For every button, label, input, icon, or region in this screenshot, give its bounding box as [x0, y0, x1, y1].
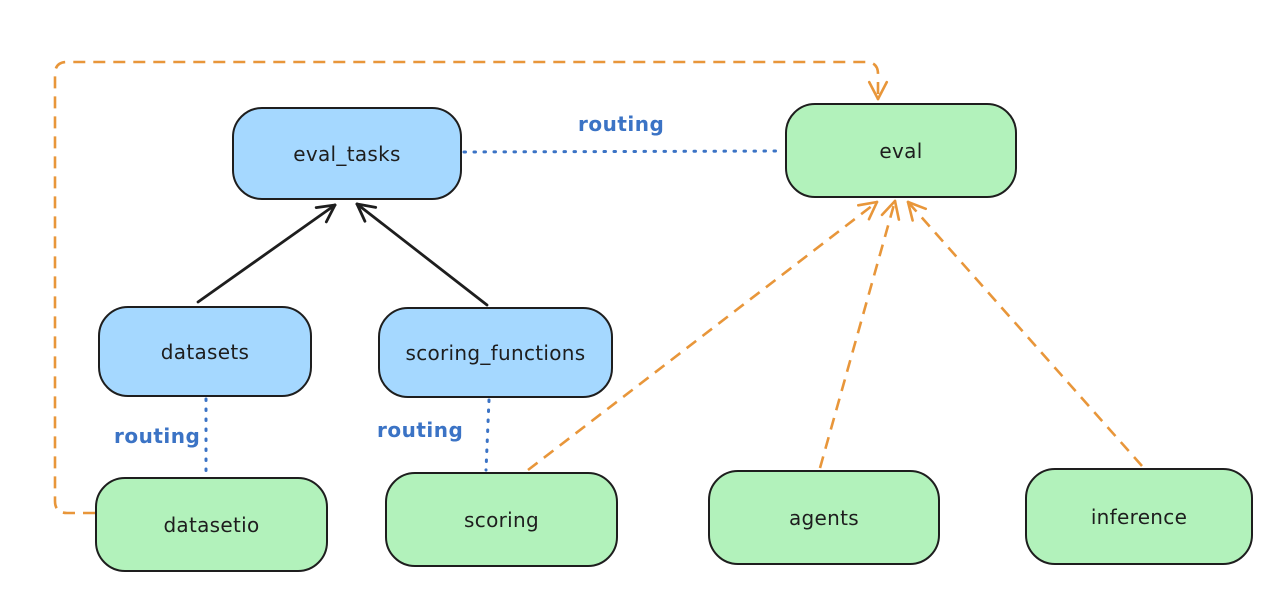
arrowhead-datasetio-to-eval — [867, 80, 880, 101]
edge-scoring_functions-to-eval_tasks — [355, 202, 489, 307]
edge-datasetio-to-eval — [53, 60, 880, 515]
arrowhead-datasets-to-eval_tasks — [324, 203, 337, 224]
arrowhead-scoring-to-eval — [867, 200, 879, 221]
arrowhead-datasets-to-eval_tasks — [314, 203, 337, 209]
arrowhead-inference-to-eval — [906, 200, 914, 222]
arrowhead-datasetio-to-eval — [876, 80, 889, 101]
arrowhead-inference-to-eval — [906, 200, 928, 211]
arrowhead-scoring-to-eval — [856, 200, 879, 207]
arrowhead-scoring_functions-to-eval_tasks — [355, 202, 378, 209]
arrowhead-scoring_functions-to-eval_tasks — [355, 202, 367, 223]
edge-eval_tasks-to-eval — [462, 149, 785, 154]
arrowhead-agents-to-eval — [893, 199, 901, 221]
edge-agents-to-eval — [818, 200, 897, 469]
edge-inference-to-eval — [907, 201, 1143, 467]
arrowhead-agents-to-eval — [880, 199, 897, 217]
edge-scoring_functions-to-scoring — [484, 398, 491, 472]
edge-scoring-to-eval — [527, 200, 878, 472]
edge-datasets-to-eval_tasks — [196, 203, 337, 304]
